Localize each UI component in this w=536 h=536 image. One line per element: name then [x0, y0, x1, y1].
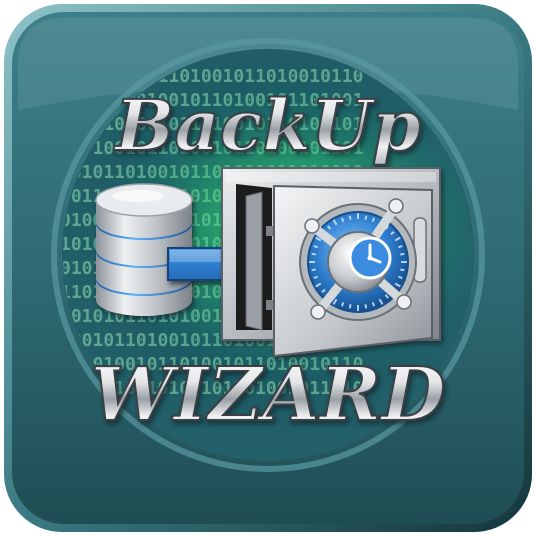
emblem-circle-rim	[51, 38, 485, 472]
dial-tick	[327, 225, 332, 230]
title-backup: BackUp	[113, 84, 421, 167]
dial-tick	[394, 236, 401, 242]
dial-tick	[394, 282, 401, 288]
dial-tick	[340, 302, 345, 307]
dial-tick	[364, 304, 368, 309]
dial-tick	[398, 244, 403, 249]
dial-tick	[384, 294, 389, 299]
dial-tick	[400, 268, 405, 272]
dial-tick	[315, 282, 322, 288]
dial-tick	[348, 215, 352, 220]
title-wizard: WIZARD	[91, 352, 446, 438]
dial-tick	[371, 217, 376, 222]
safe-vault-icon	[221, 167, 441, 358]
dial-tick	[364, 215, 368, 220]
dial-tick	[321, 288, 326, 293]
dial-tick	[332, 298, 338, 305]
dial-tick	[390, 231, 395, 236]
dial-tick	[311, 252, 316, 256]
dial-tick	[340, 217, 345, 222]
dial-tick	[348, 304, 352, 309]
clock-icon	[348, 236, 392, 280]
dial-tick	[313, 275, 318, 280]
dial-tick	[332, 219, 338, 226]
safe-door-edge	[245, 191, 263, 331]
dial-tick	[378, 298, 384, 305]
dial-tick	[398, 275, 403, 280]
dial-tick	[315, 236, 322, 242]
dial-tick	[400, 252, 405, 256]
binary-code-row: 1010010110100101101001011010	[60, 378, 363, 399]
dial-tick	[371, 302, 376, 307]
dial-tick	[313, 244, 318, 249]
dial-tick	[311, 268, 316, 272]
